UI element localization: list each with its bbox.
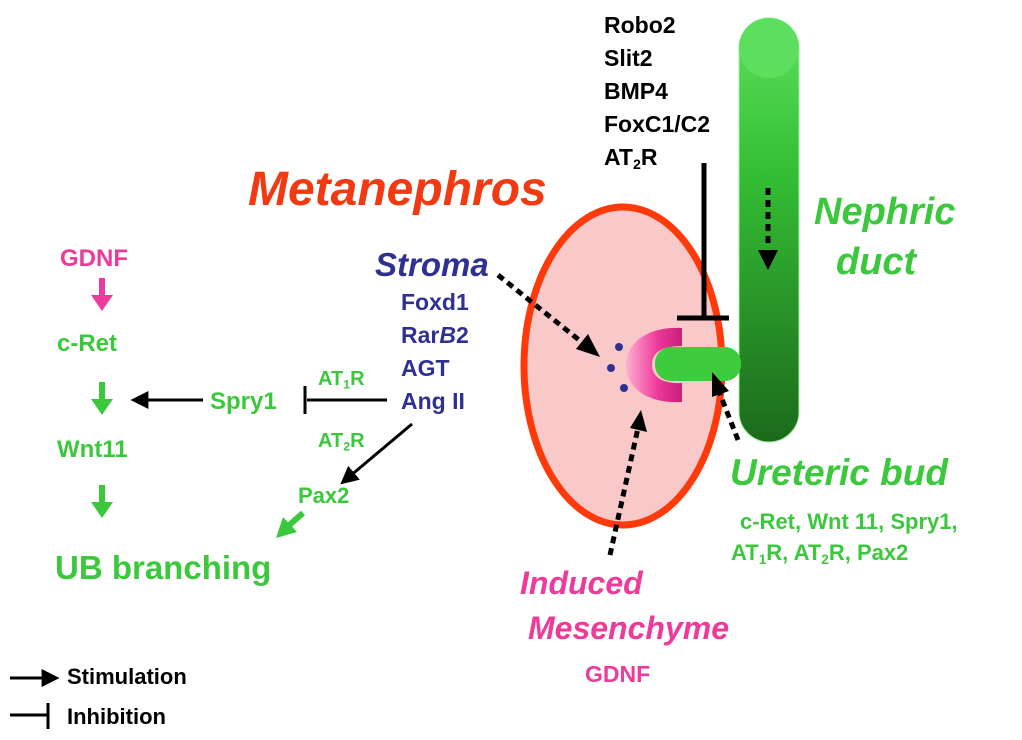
stroma-gene-agt: AGT	[401, 355, 450, 381]
gdnf-label: GDNF	[60, 245, 128, 272]
stroma-title: Stroma	[375, 246, 489, 283]
legend-inhibition-symbol	[10, 703, 50, 729]
induced-mesenchyme-label-2: Mesenchyme	[528, 610, 729, 646]
wnt11-to-branching-arrow	[91, 485, 113, 518]
stroma-dotted-arrow	[496, 273, 600, 357]
nephric-duct-top	[739, 18, 799, 78]
gdnf-to-cret-arrow	[91, 278, 113, 311]
pax2-to-branching-arrow	[276, 510, 305, 538]
ureteric-bud-stub	[655, 347, 741, 381]
nephric-duct-label-1: Nephric	[814, 191, 956, 233]
induced-mesenchyme-label-1: Induced	[520, 565, 643, 601]
metanephros-title: Metanephros	[248, 163, 547, 216]
stroma-gene-foxd1: Foxd1	[401, 289, 469, 315]
induced-mesenchyme-gene: GDNF	[585, 661, 651, 687]
stroma-gene-rarb2: RarB2	[401, 322, 469, 348]
stroma-gene-angii: Ang II	[401, 388, 465, 414]
ureteric-bud-dotted-arrow	[712, 372, 741, 441]
at2r-label: AT2R	[318, 430, 365, 454]
pax2-label: Pax2	[298, 483, 350, 508]
ureteric-bud-genes-2: AT1R, AT2R, Pax2	[731, 540, 909, 567]
top-gene-slit2: Slit2	[604, 45, 653, 71]
stroma-dot	[615, 343, 623, 351]
top-genes-inhibition	[677, 163, 729, 321]
nephric-duct-label-2: duct	[836, 241, 917, 283]
cret-to-wnt11-arrow	[91, 382, 113, 415]
stroma-dot	[607, 364, 615, 372]
legend-inhibition-label: Inhibition	[67, 704, 166, 729]
angii-to-pax2-arrow	[340, 422, 413, 485]
wnt11-label: Wnt11	[57, 436, 128, 463]
at1r-label: AT1R	[318, 368, 365, 392]
top-gene-bmp4: BMP4	[604, 78, 668, 104]
ub-branching-label: UB branching	[55, 549, 272, 586]
top-gene-robo2: Robo2	[604, 12, 676, 38]
ureteric-bud-genes-1: c-Ret, Wnt 11, Spry1,	[740, 509, 958, 534]
cret-label: c-Ret	[57, 330, 118, 357]
top-gene-at2r: AT2R	[604, 144, 658, 173]
at1r-inhibition	[303, 386, 387, 414]
mesenchyme-dotted-arrow	[607, 410, 647, 556]
top-gene-foxc: FoxC1/C2	[604, 111, 711, 137]
induced-mesenchyme-cap	[626, 327, 682, 403]
duct-flow-dotted-arrow	[758, 188, 778, 270]
stroma-dot	[620, 384, 628, 392]
spry1-label: Spry1	[210, 388, 277, 415]
ureteric-bud-title: Ureteric bud	[730, 452, 948, 493]
legend-stimulation-label: Stimulation	[67, 664, 187, 689]
